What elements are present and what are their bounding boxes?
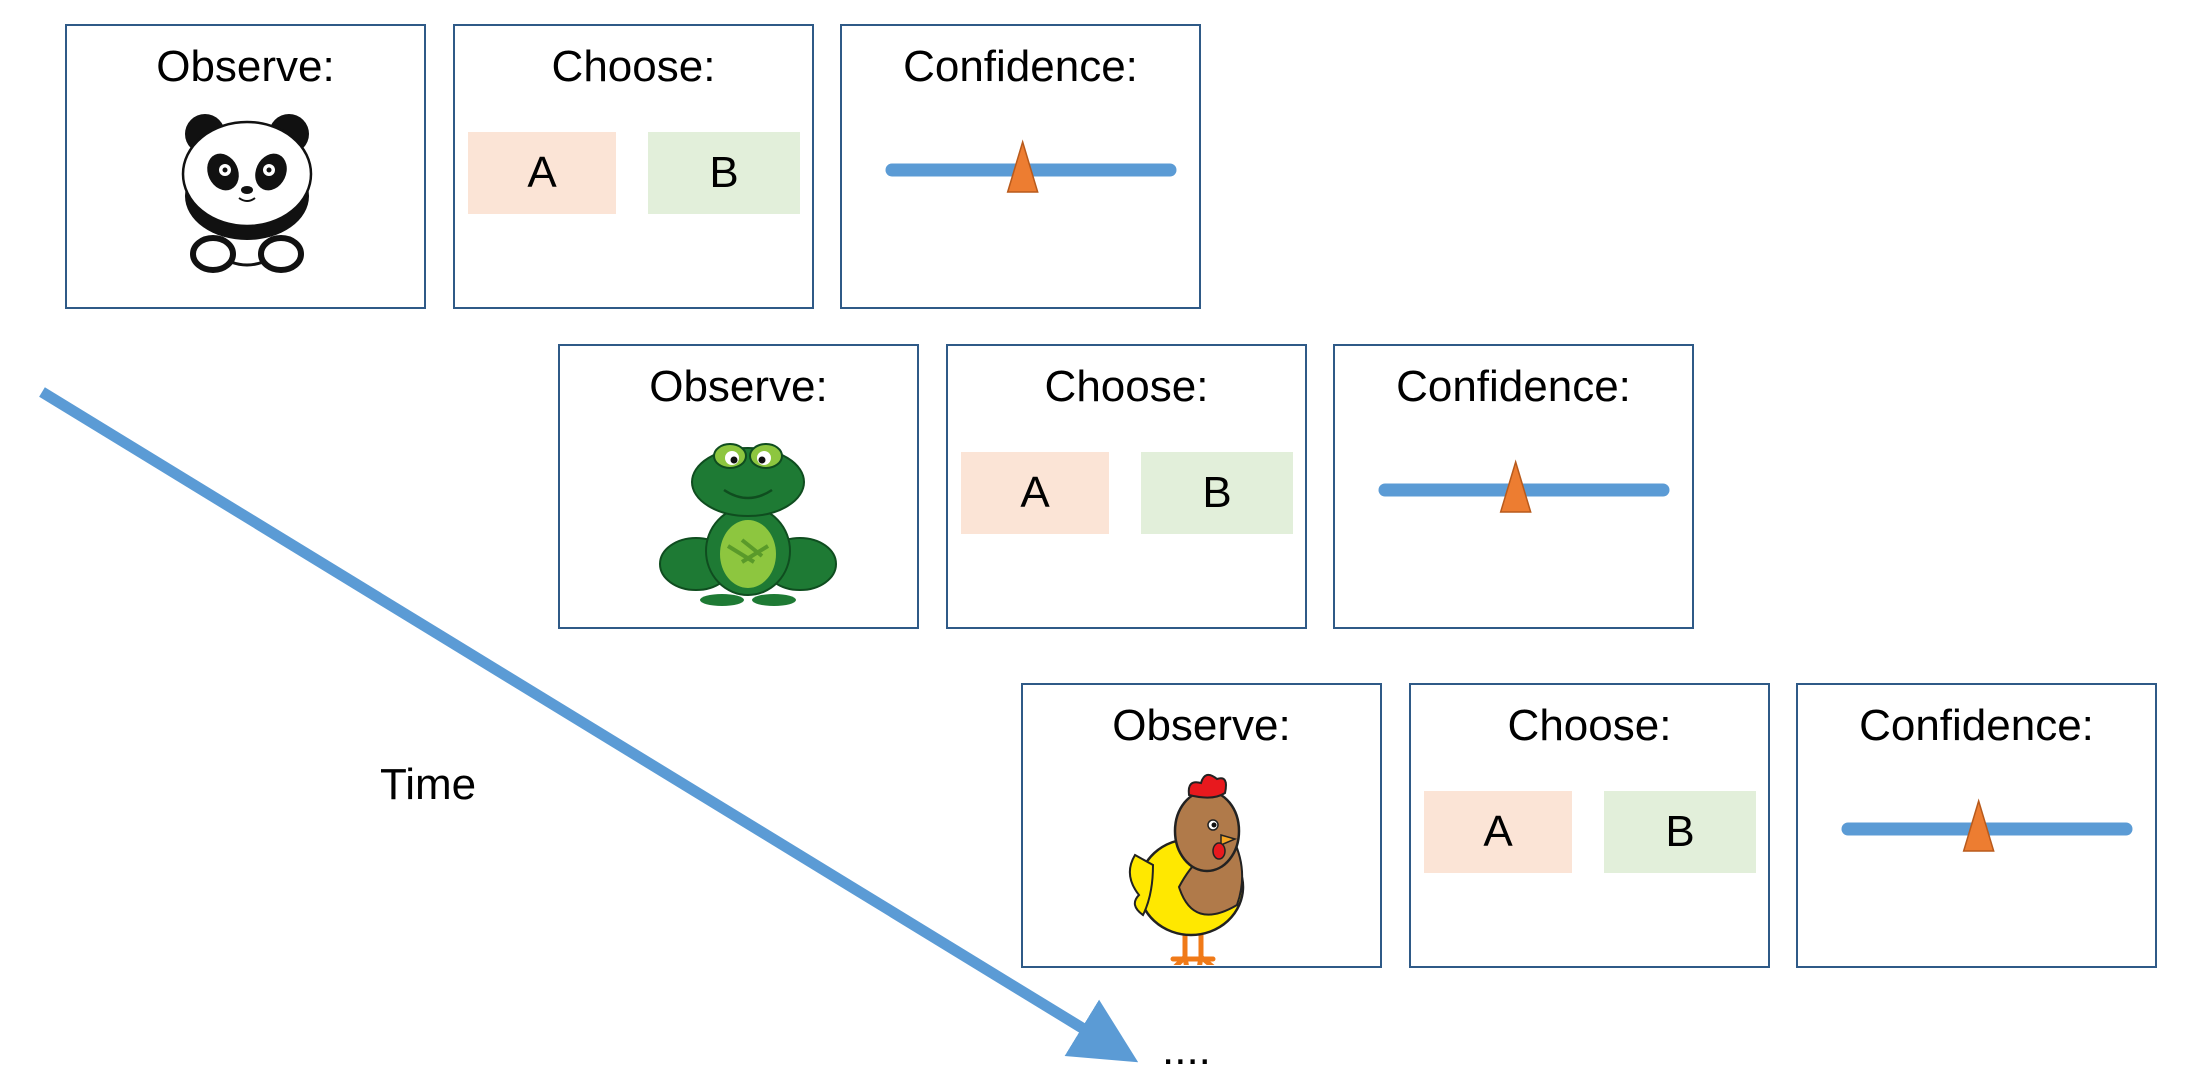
confidence-slider[interactable] — [1798, 685, 2154, 965]
confidence-title: Confidence: — [1396, 362, 1631, 411]
confidence-panel: Confidence: — [1333, 344, 1694, 629]
slider-marker — [1962, 798, 1995, 852]
option-b-button[interactable]: B — [1604, 791, 1756, 873]
confidence-title: Confidence: — [903, 42, 1138, 91]
observe-title: Observe: — [156, 42, 335, 91]
option-a-button[interactable]: A — [468, 132, 616, 214]
confidence-slider[interactable] — [1335, 346, 1691, 626]
option-a-button[interactable]: A — [961, 452, 1109, 534]
confidence-title: Confidence: — [1859, 701, 2094, 750]
observe-title: Observe: — [1112, 701, 1291, 750]
option-a-button[interactable]: A — [1424, 791, 1572, 873]
confidence-panel: Confidence: — [1796, 683, 2157, 968]
observe-panel: Observe: — [1021, 683, 1382, 968]
choose-panel: Choose: A B — [453, 24, 814, 309]
observe-panel: Observe: — [558, 344, 919, 629]
panda-icon — [181, 114, 313, 273]
continuation-ellipsis: .... — [1162, 1025, 1211, 1074]
choose-title: Choose: — [1044, 362, 1209, 411]
observe-panel: Observe: — [65, 24, 426, 309]
slider-marker — [1006, 139, 1039, 193]
choose-panel: Choose: A B — [946, 344, 1307, 629]
option-b-button[interactable]: B — [1141, 452, 1293, 534]
choose-panel: Choose: A B — [1409, 683, 1770, 968]
frog-icon — [659, 443, 837, 606]
chicken-icon — [1128, 773, 1245, 965]
time-label: Time — [380, 760, 477, 809]
observe-title: Observe: — [649, 362, 828, 411]
choose-title: Choose: — [551, 42, 716, 91]
option-b-button[interactable]: B — [648, 132, 800, 214]
confidence-panel: Confidence: — [840, 24, 1201, 309]
confidence-slider[interactable] — [842, 26, 1198, 306]
slider-marker — [1499, 459, 1532, 513]
choose-title: Choose: — [1507, 701, 1672, 750]
